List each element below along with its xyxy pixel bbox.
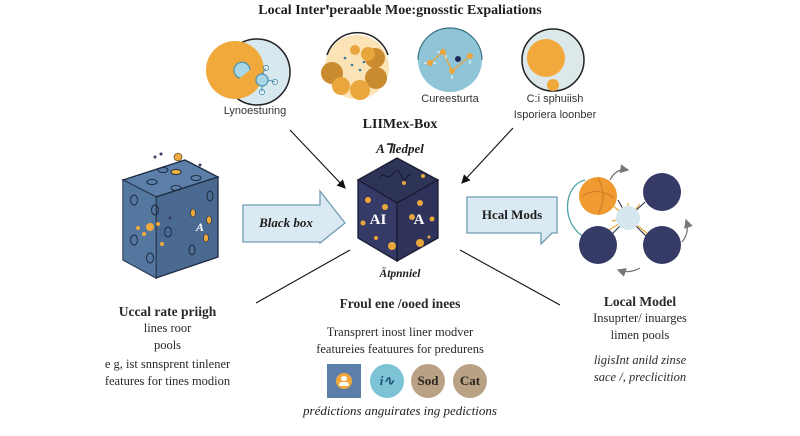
- right-text-italic-line: ligisInt anild zinse: [593, 353, 687, 367]
- local-model-network: [566, 164, 693, 277]
- center-heading: LIIMex-Box: [362, 117, 438, 132]
- diagram-title: Local Interꞌperaable Moe:gnosstic Expali…: [258, 3, 542, 18]
- venn-network-icon: [206, 38, 291, 106]
- right-text-line: Insuprter/ inuarges: [593, 311, 687, 325]
- center-cube: [356, 157, 440, 263]
- black-box-arrow: [242, 189, 346, 245]
- left-text-line: features for tines modion: [104, 374, 231, 388]
- center-cube-face-right: A: [413, 212, 425, 228]
- middle-text-line: featureies featuures for predurens: [316, 342, 484, 356]
- left-cube: [121, 152, 220, 280]
- cat-badge: Cat: [453, 364, 487, 398]
- scatter-points-icon: [417, 27, 483, 92]
- person-badge: [327, 364, 361, 398]
- right-text-italic-line: sace /, preclicition: [593, 370, 687, 384]
- label-sphuiish: C:i sphuiish: [526, 93, 584, 105]
- black-box-label: Black box: [259, 215, 313, 230]
- center-subheading: AꞀledpel: [376, 141, 424, 156]
- sphere-bubble-icon: [521, 28, 585, 92]
- sod-badge: Sod: [411, 364, 445, 398]
- middle-text-heading: Froul ene /ooed inees: [339, 296, 461, 311]
- label-cureesturta: Cureesturta: [421, 93, 479, 105]
- cat-label: Cat: [459, 373, 481, 388]
- sod-label: Sod: [417, 373, 439, 388]
- hcal-mods-label: Hcal Mods: [481, 207, 543, 222]
- label-isporiera: Isporiera loonber: [513, 109, 597, 121]
- left-text-line: e g, ist snnsprent tinlener: [104, 357, 231, 371]
- right-text-block: Local Model Insuprter/ inuarges limen po…: [540, 293, 740, 386]
- person-icon: [336, 373, 352, 389]
- hcal-mods-callout: [466, 196, 558, 246]
- wave-badge: i∿: [370, 364, 404, 398]
- center-cube-face-left: AI: [369, 212, 387, 228]
- center-caption: Ätpnniel: [379, 268, 421, 280]
- middle-text-block: Froul ene /ooed inees Transprert inost l…: [270, 295, 530, 358]
- clustered-dots-icon: [321, 31, 389, 100]
- footer-caption: prédictions anguirates ing pedictions: [303, 403, 497, 418]
- left-text-block: Uccal rate priigh lines roor pools e g, …: [60, 303, 275, 390]
- right-text-line: limen pools: [610, 328, 670, 342]
- left-text-line: pools: [153, 338, 182, 352]
- label-lynoesturing: Lynoesturing: [223, 105, 287, 117]
- wave-icon: i∿: [379, 373, 395, 388]
- middle-text-line: Transprert inost liner modver: [326, 325, 474, 339]
- left-text-line: lines roor: [143, 321, 192, 335]
- right-text-heading: Local Model: [603, 294, 677, 309]
- left-cube-face: A: [195, 220, 204, 234]
- left-text-heading: Uccal rate priigh: [118, 304, 217, 319]
